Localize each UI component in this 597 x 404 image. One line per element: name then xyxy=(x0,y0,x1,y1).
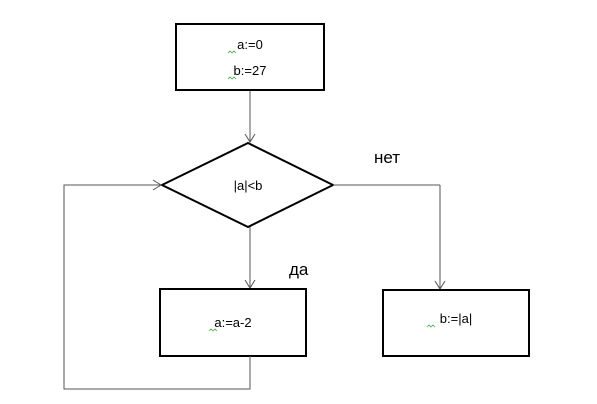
init-line-b: b:=27 xyxy=(234,63,267,78)
loop-body-box xyxy=(159,288,307,357)
branch-yes-label: да xyxy=(289,260,309,279)
result-text: b:=|a| xyxy=(440,311,472,326)
loop-body-text: a:=a-2 xyxy=(214,315,251,330)
init-box xyxy=(175,23,325,91)
decision-block: |a|<b xyxy=(159,141,336,229)
spellcheck-underline xyxy=(227,76,237,80)
branch-no-label: нет xyxy=(374,148,400,167)
loop-body-block: a:=a-2 xyxy=(159,288,307,357)
arrowhead xyxy=(152,179,162,191)
result-box xyxy=(382,289,530,357)
spellcheck-underline xyxy=(426,324,436,328)
spellcheck-underline xyxy=(208,328,218,332)
decision-diamond xyxy=(159,141,336,229)
arrowhead xyxy=(244,133,256,143)
decision-condition: |a|<b xyxy=(234,178,263,193)
init-line-a: a:=0 xyxy=(237,37,263,52)
result-block: b:=|a| xyxy=(382,289,530,357)
init-block: a:=0 b:=27 xyxy=(175,23,325,91)
connector-loop-back xyxy=(63,184,251,390)
spellcheck-underline xyxy=(227,50,237,54)
